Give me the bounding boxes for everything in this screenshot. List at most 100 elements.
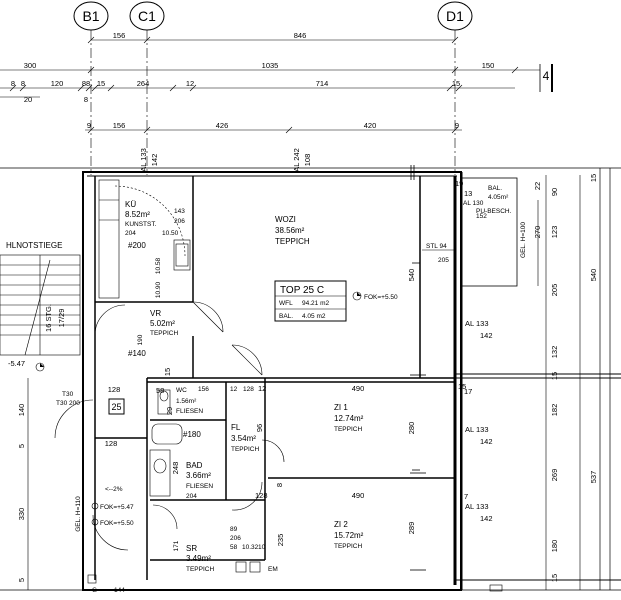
floor-marker: 25 <box>108 398 125 415</box>
ku-1090: 10.90 <box>155 281 162 298</box>
ldim-5b: 5 <box>17 578 26 582</box>
rdim-205: 205 <box>550 284 559 297</box>
wozi-floor: TEPPICH <box>275 237 310 246</box>
wc-12: 12 <box>230 386 238 393</box>
dim-al242: AL 242 <box>292 148 301 172</box>
left-slope: <--2% <box>105 486 123 493</box>
stl-marker: STL 94 205 <box>422 243 455 264</box>
balcony <box>461 177 539 287</box>
dim-1035: 1035 <box>262 61 279 70</box>
dim-al133-top: AL 133 <box>139 148 148 172</box>
interior-walls <box>94 176 455 580</box>
dim-120-top: 120 <box>51 79 64 88</box>
dim-15-r: 15 <box>458 382 466 391</box>
ldim-140: 140 <box>17 404 26 417</box>
vr-name: VR <box>150 309 161 318</box>
dim-289: 289 <box>407 522 416 535</box>
dim-235: 235 <box>276 534 285 547</box>
sr-171: 171 <box>173 540 180 551</box>
dim-248: 248 <box>171 462 180 475</box>
wozi-area: 38.56m² <box>275 226 305 235</box>
rdim-15-a: 15 <box>550 372 559 380</box>
dim-8c: 8 <box>84 95 88 104</box>
rdim-90: 90 <box>550 188 559 196</box>
dim-8b: 8 <box>21 79 25 88</box>
dimension-chain-4 <box>85 126 462 134</box>
left-gel: GEL. H=110 <box>75 496 82 532</box>
left-t30: T30 <box>62 391 74 398</box>
stl-label: STL 94 <box>426 243 447 250</box>
rdim-540: 540 <box>589 269 598 282</box>
al-right-2-val: 142 <box>480 437 493 446</box>
dim-128-b: 128 <box>255 491 268 500</box>
left-144: 144 <box>114 587 125 594</box>
ku-area: 8.52m² <box>125 210 150 219</box>
axis-d1: D1 <box>437 1 473 175</box>
rdim-132: 132 <box>550 346 559 359</box>
stiege-ratio: 17/29 <box>57 309 66 328</box>
ldim-5: 5 <box>17 444 26 448</box>
bal-rail: GEL. H=100 <box>520 222 527 258</box>
wc-floor: FLIESEN <box>176 408 203 415</box>
dim-420: 420 <box>364 121 377 130</box>
stiege-level: -5.47 <box>8 359 25 368</box>
dim-280: 280 <box>407 422 416 435</box>
room-zi1: ZI 1 12.74m² TEPPICH <box>334 403 364 433</box>
rdim-537: 537 <box>589 471 598 484</box>
fl-180: #180 <box>183 430 201 439</box>
rdim-269: 269 <box>550 469 559 482</box>
al-right-3-val: 142 <box>480 514 493 523</box>
rdim-270: 270 <box>533 226 542 239</box>
sr-58: 58 <box>230 544 238 551</box>
dim-8-top: 19 <box>455 179 463 188</box>
zi1-floor: TEPPICH <box>334 426 362 433</box>
axis-c1-label: C1 <box>138 8 156 24</box>
room-wozi: WOZI 38.56m² TEPPICH <box>275 215 310 246</box>
top-box-bal: 4.05 m2 <box>302 313 326 320</box>
rdim-180: 180 <box>550 540 559 553</box>
wc-128: 128 <box>243 386 254 393</box>
dim-96: 96 <box>255 424 264 432</box>
dim-19: 13 <box>464 189 472 198</box>
rdim-15-top: 15 <box>589 174 598 182</box>
dim-15-top: 15 <box>97 79 105 88</box>
fok-marker-stairs <box>35 362 45 372</box>
dim-142-top: 142 <box>150 154 159 167</box>
dim-58: 58 <box>156 386 164 395</box>
sr-area: 3.49m² <box>186 554 211 563</box>
section-marker-label: 4 <box>543 69 550 83</box>
left-t30-200: T30 200 <box>56 400 80 407</box>
al-right-1: AL 133 <box>465 319 489 328</box>
dimension-chain-1 <box>87 36 459 44</box>
bottom-details <box>87 561 503 592</box>
dim-15-mid: 8 <box>275 483 284 487</box>
dim-12-int: 12 <box>258 384 266 393</box>
ku-1050: 10.50 <box>162 230 179 237</box>
dimension-chain-2 <box>0 66 540 74</box>
ldim-330: 330 <box>17 508 26 521</box>
top-box-bal-label: BAL. <box>279 313 293 320</box>
bathroom-fixtures <box>149 389 183 497</box>
dim-8a: 8 <box>11 79 15 88</box>
dim-846-top: 846 <box>294 31 307 40</box>
al-right-2: AL 133 <box>465 425 489 434</box>
fok-wozi: FOK=+5.50 <box>364 294 398 301</box>
vr-140: #140 <box>128 349 146 358</box>
room-wc: WC 1.56m² FLIESEN 156 12 128 <box>176 386 254 415</box>
dim-15-top-right: 15 <box>452 79 460 88</box>
fok-left-2: FOK=+5.50 <box>100 520 134 527</box>
left-em: EM <box>268 566 278 573</box>
sr-89: 89 <box>230 526 238 533</box>
zi1-name: ZI 1 <box>334 403 348 412</box>
al-right-3: AL 133 <box>465 502 489 511</box>
floor-marker-label: 25 <box>111 402 121 412</box>
rdim-22: 22 <box>533 182 542 190</box>
top-box: TOP 25 C WFL 94.21 m2 BAL. 4.05 m2 <box>274 280 347 322</box>
stiege-steps: 16 STG. <box>44 304 53 332</box>
ku-name: KÜ <box>125 200 136 209</box>
bal-name: BAL. <box>488 185 502 192</box>
al-right-1-val: 142 <box>480 331 493 340</box>
fl-name: FL <box>231 423 241 432</box>
room-sr: SR 3.49m² TEPPICH 89 206 58 10.32 10 171 <box>173 526 266 573</box>
